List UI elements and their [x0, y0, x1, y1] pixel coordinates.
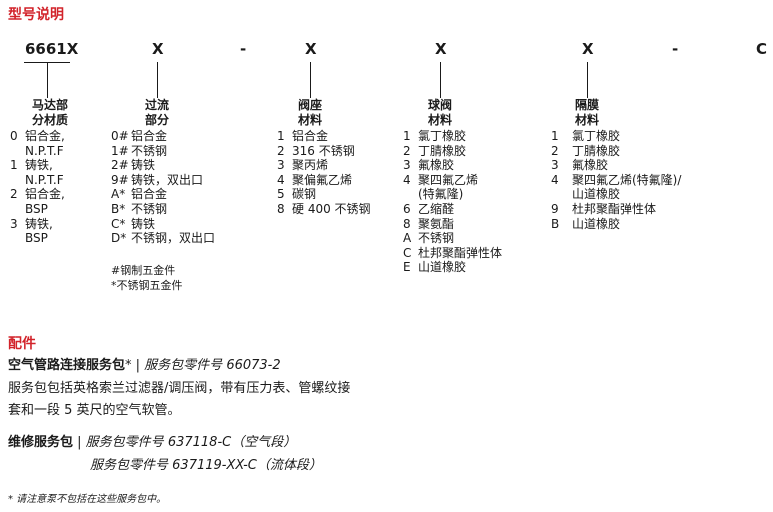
- repair-kit-separator: |: [73, 435, 86, 450]
- repair-kit-part-number-fluid: 637119-XX-C: [172, 458, 257, 473]
- seat-column-label: 阀座 材料: [293, 98, 327, 128]
- fluid-hardware-notes: #钢制五金件 *不锈钢五金件: [111, 264, 183, 293]
- list-item: N.P.T.F: [25, 172, 64, 187]
- model-code-diaphragm-x: X: [582, 40, 594, 58]
- fluid-options-list: 0#铝合金 1#不锈钢 2#铸铁 9#铸铁，双出口 A*铝合金 B*不锈钢 C*…: [111, 129, 215, 246]
- ball-connector-line: [440, 62, 441, 98]
- list-item: N.P.T.F: [25, 143, 64, 158]
- list-item: (特氟隆): [418, 187, 464, 202]
- ball-label-line1: 球阀: [427, 98, 452, 112]
- air-kit-label: 服务包零件号: [144, 358, 223, 373]
- list-item: C*铸铁: [111, 216, 156, 231]
- repair-kit-label-fluid: 服务包零件号: [90, 458, 169, 473]
- model-code-seat-x: X: [305, 40, 317, 58]
- note-steel-hardware: #钢制五金件: [111, 264, 176, 277]
- list-item: BSP: [25, 201, 48, 216]
- model-code-ball-x: X: [435, 40, 447, 58]
- section-title: 型号说明: [8, 7, 64, 23]
- list-item: 0#铝合金: [111, 129, 168, 143]
- air-kit-line: 空气管路连接服务包* | 服务包零件号 66073-2: [8, 355, 281, 377]
- list-item: A*铝合金: [111, 187, 168, 202]
- seat-label-line2: 材料: [297, 113, 322, 127]
- list-item: B*不锈钢: [111, 201, 168, 216]
- model-code-suffix: C: [756, 40, 768, 58]
- note-stainless-hardware: *不锈钢五金件: [111, 278, 183, 292]
- repair-kit-note-air: （空气段）: [231, 435, 297, 450]
- model-code-base: 6661X: [25, 40, 79, 58]
- repair-kit-line-1: 维修服务包 | 服务包零件号 637118-C（空气段）: [8, 432, 296, 454]
- motor-label-line2: 分材质: [31, 113, 68, 127]
- motor-column-label: 马达部 分材质: [26, 98, 74, 128]
- ball-label-line2: 材料: [427, 113, 452, 127]
- diaphragm-column-label: 隔膜 材料: [570, 98, 604, 128]
- model-code-motor-x: X: [152, 40, 164, 58]
- repair-kit-part-number-air: 637118-C: [167, 435, 232, 450]
- air-kit-title: 空气管路连接服务包: [8, 358, 126, 373]
- air-kit-description-1: 服务包包括英格索兰过滤器/调压阀，带有压力表、管螺纹接: [8, 381, 351, 396]
- repair-kit-label-air: 服务包零件号: [85, 435, 164, 450]
- footnote: * 请注意泵不包括在这些服务包中。: [8, 494, 167, 505]
- diaphragm-connector-line: [587, 62, 588, 98]
- repair-kit-title: 维修服务包: [8, 435, 74, 450]
- model-code-dash-1: -: [240, 40, 247, 58]
- list-item: D*不锈钢，双出口: [111, 231, 216, 246]
- motor-connector-line: [47, 62, 48, 98]
- list-item: 1#不锈钢: [111, 143, 168, 158]
- repair-kit-note-fluid: （流体段）: [256, 458, 322, 473]
- list-item: 9#铸铁，双出口: [111, 172, 204, 187]
- diaphragm-label-line1: 隔膜: [574, 98, 599, 112]
- list-item: 山道橡胶: [572, 187, 621, 202]
- list-item: 2#铸铁: [111, 158, 156, 173]
- ball-column-label: 球阀 材料: [423, 98, 457, 128]
- list-item: BSP: [25, 231, 48, 246]
- fluid-label-line1: 过流: [144, 98, 169, 112]
- air-kit-part-number: 66073-2: [226, 358, 281, 373]
- seat-label-line1: 阀座: [297, 98, 322, 112]
- model-code-dash-2: -: [672, 40, 679, 58]
- air-kit-description-2: 套和一段 5 英尺的空气软管。: [8, 403, 181, 418]
- air-kit-separator: * |: [125, 358, 145, 373]
- fluid-label-line2: 部分: [144, 113, 169, 127]
- seat-connector-line: [310, 62, 311, 98]
- fluid-column-label: 过流 部分: [140, 98, 174, 128]
- motor-label-line1: 马达部: [31, 98, 68, 112]
- fluid-connector-line: [157, 62, 158, 98]
- diaphragm-label-line2: 材料: [574, 113, 599, 127]
- accessories-title: 配件: [8, 336, 36, 352]
- repair-kit-line-2: 服务包零件号 637119-XX-C（流体段）: [90, 455, 322, 477]
